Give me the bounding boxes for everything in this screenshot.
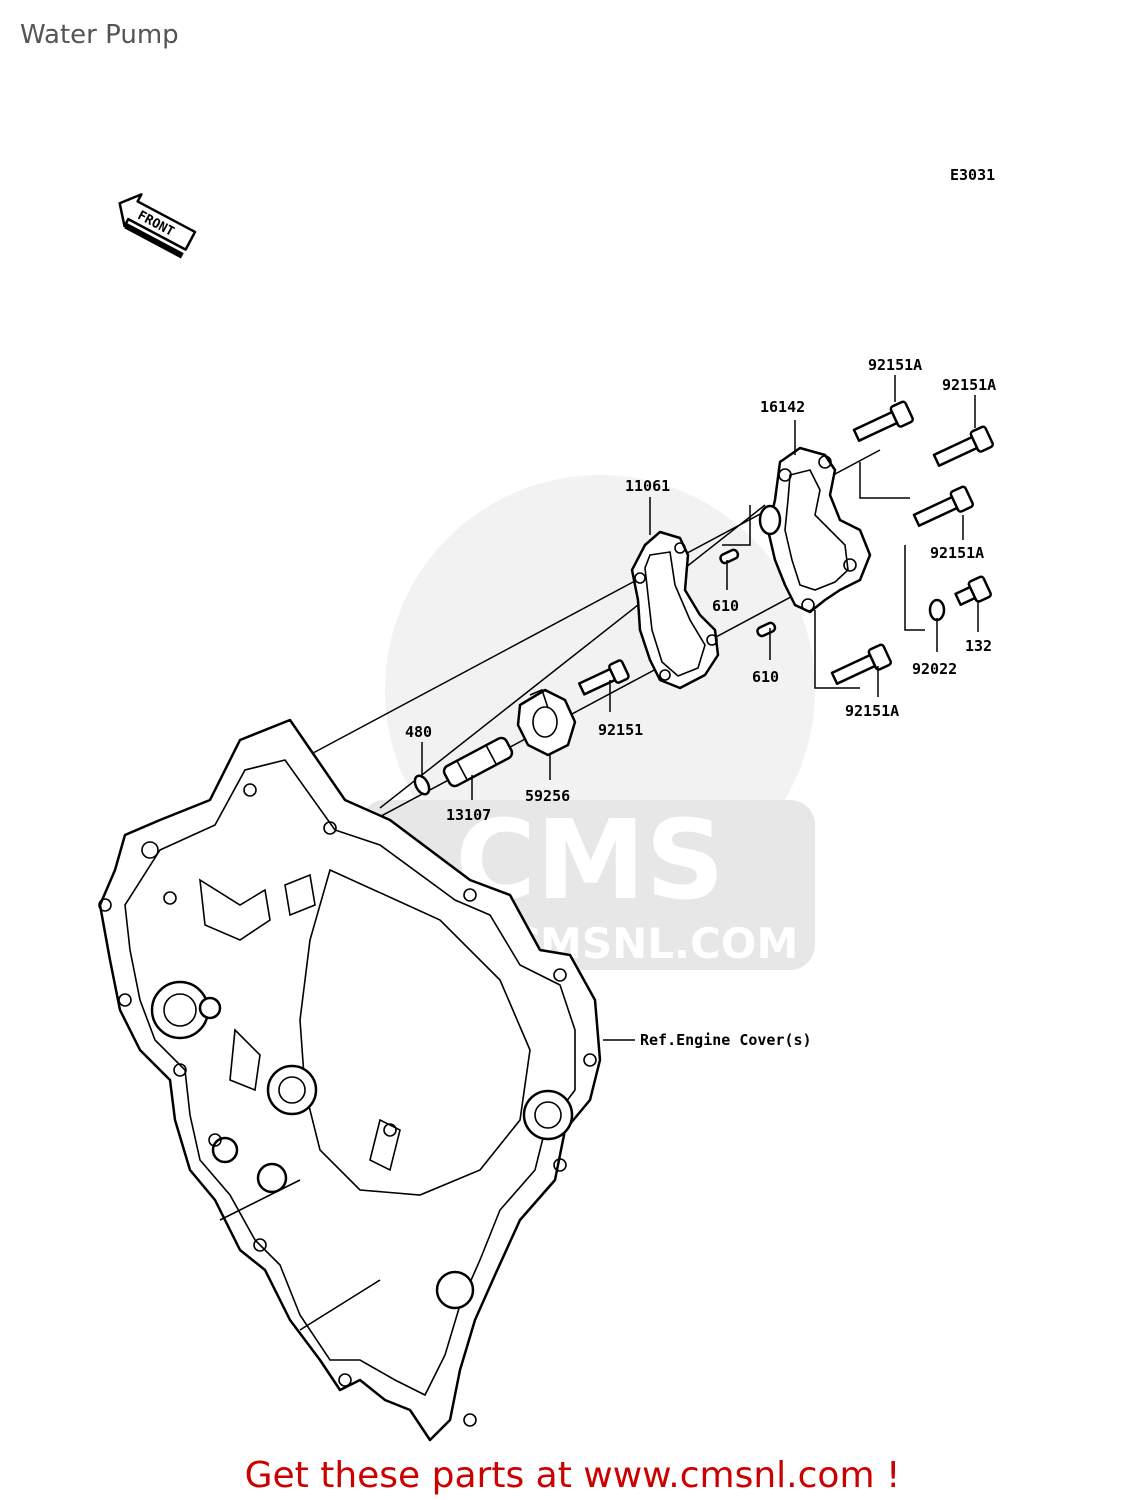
part-label-480: 480 [405, 723, 432, 741]
dowel-pin-lower [756, 621, 777, 638]
bolt-impeller [577, 659, 630, 696]
front-arrow-icon: FRONT [118, 193, 197, 259]
part-label-16142: 16142 [760, 398, 805, 416]
shaft-13107 [442, 736, 514, 788]
part-label-92151: 92151 [598, 721, 643, 739]
part-label-13107: 13107 [446, 806, 491, 824]
part-label-92151A-middle: 92151A [930, 544, 984, 562]
dowel-pin-upper [719, 548, 740, 565]
impeller-59256 [516, 688, 577, 757]
part-label-610-upper: 610 [712, 597, 739, 615]
drain-bolt-132 [954, 575, 992, 606]
bolt-upper-left [852, 400, 914, 442]
part-label-92022: 92022 [912, 660, 957, 678]
engine-cover [98, 718, 602, 1442]
part-label-610-lower: 610 [752, 668, 779, 686]
washer-92022 [928, 598, 946, 622]
part-label-11061: 11061 [625, 477, 670, 495]
gasket-11061 [630, 530, 720, 690]
bolt-middle-right [912, 485, 974, 527]
pump-cover-16142 [758, 446, 872, 614]
part-label-92151A-bottom: 92151A [845, 702, 899, 720]
footer-link[interactable]: Get these parts at www.cmsnl.com ! [244, 1455, 901, 1496]
part-label-59256: 59256 [525, 787, 570, 805]
part-label-92151A-top: 92151A [868, 356, 922, 374]
part-label-92151A-right: 92151A [942, 376, 996, 394]
circlip-480 [413, 774, 431, 796]
part-label-132: 132 [965, 637, 992, 655]
bolt-upper-right [932, 425, 994, 467]
reference-label: Ref.Engine Cover(s) [640, 1031, 812, 1049]
diagram-code: E3031 [950, 166, 995, 184]
bolt-lower [830, 643, 892, 685]
page-title: Water Pump [20, 20, 179, 50]
leader-lines [421, 375, 979, 1041]
